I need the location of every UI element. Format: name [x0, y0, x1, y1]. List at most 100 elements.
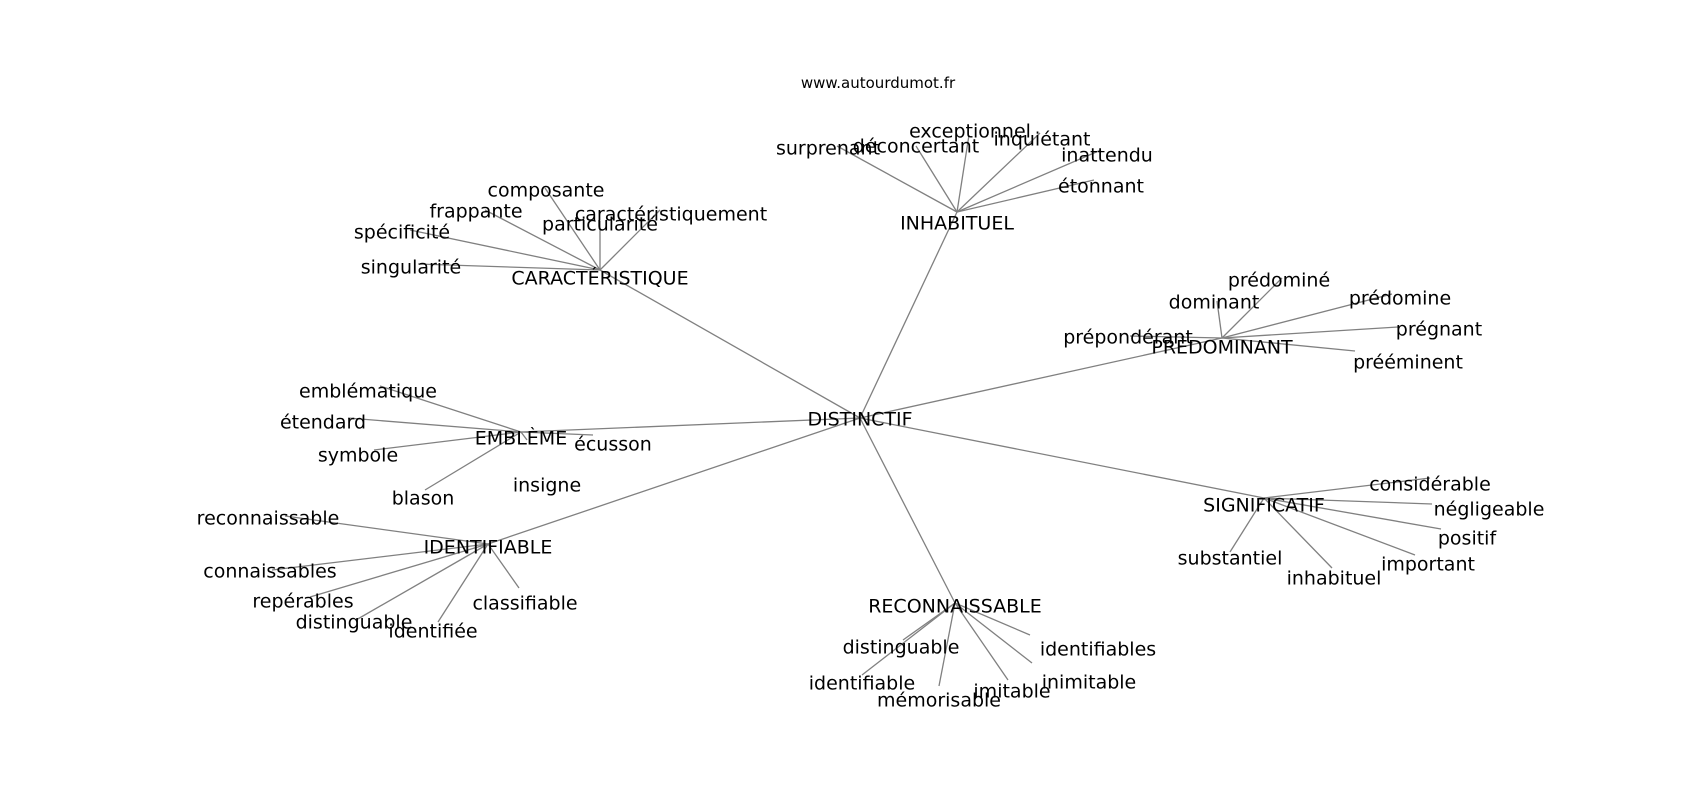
edge-inhabituel-to-inattendu — [956, 149, 1102, 213]
graph-labels: DISTINCTIF INHABITUEL surprenantdéconcerta… — [197, 121, 1545, 712]
edge-significatif-to-considerable — [1263, 477, 1431, 499]
edge-inhabituel-to-etonnant — [956, 179, 1095, 213]
hub-node-significatif: SIGNIFICATIF — [1203, 495, 1325, 517]
leaf-node-deconcertant: déconcertant — [853, 136, 979, 158]
edge-center-to-inhabituel — [859, 211, 958, 419]
leaf-node-etonnant: étonnant — [1058, 176, 1144, 198]
edge-predominant-to-dominant — [1216, 300, 1223, 339]
edge-embleme-to-ecusson — [520, 431, 594, 436]
edge-identifiable-to-reperables — [309, 543, 489, 598]
edge-predominant-to-predomine — [1221, 293, 1393, 339]
leaf-node-blason: blason — [392, 488, 455, 510]
leaf-node-particularite: particularité — [542, 214, 658, 236]
leaf-node-pregnant: prégnant — [1396, 319, 1482, 341]
leaf-node-inhabituel: inhabituel — [1287, 568, 1382, 590]
edge-significatif-to-important — [1263, 497, 1416, 556]
edge-predominant-to-preeminent — [1221, 337, 1356, 352]
edge-identifiable-to-reconnaissable — [284, 515, 489, 545]
edge-center-to-predominant — [859, 337, 1223, 419]
leaf-node-inimitable: inimitable — [1042, 672, 1137, 694]
leaf-node-ecusson: écusson — [574, 434, 652, 456]
edge-center-to-significatif — [859, 417, 1265, 499]
leaf-node-positif: positif — [1438, 528, 1498, 550]
edge-center-to-reconnaissable — [859, 417, 956, 604]
leaf-node-distinguable: distinguable — [843, 637, 960, 659]
leaf-node-insigne: insigne — [513, 475, 581, 497]
leaf-node-inquietant: inquiétant — [994, 129, 1091, 151]
edge-inhabituel-to-surprenant — [836, 145, 958, 213]
edge-embleme-to-symbole — [373, 431, 522, 451]
edge-reconnaissable-to-identifiables — [954, 602, 1031, 636]
leaf-node-reconnaissable: reconnaissable — [197, 508, 340, 530]
leaf-node-reperables: repérables — [252, 591, 353, 613]
edge-identifiable-to-distinguable — [355, 543, 489, 621]
hub-node-predominant: PRÉDOMINANT — [1151, 336, 1293, 359]
edge-reconnaissable-to-imitable — [954, 602, 1009, 681]
edge-reconnaissable-to-memorisable — [938, 602, 956, 687]
leaf-node-predomine: prédomine — [1349, 288, 1451, 310]
edge-significatif-to-inhabituel — [1263, 497, 1333, 569]
edge-identifiable-to-identifiee — [437, 543, 489, 623]
leaf-node-specificite: spécificité — [354, 222, 450, 244]
edge-reconnaissable-to-inimitable — [954, 602, 1033, 664]
leaf-node-substantiel: substantiel — [1178, 548, 1283, 570]
edge-embleme-to-insigne — [520, 431, 528, 441]
leaf-node-identifiables: identifiables — [1040, 639, 1156, 661]
edge-embleme-to-blason — [424, 431, 522, 491]
hub-node-embleme: EMBLÈME — [475, 427, 567, 450]
leaf-node-identifiee: identifiée — [388, 621, 477, 643]
edge-embleme-to-emblematique — [379, 385, 522, 433]
leaf-node-classifiable: classifiable — [472, 593, 577, 615]
center-node-label: DISTINCTIF — [807, 409, 912, 431]
leaf-node-singularite: singularité — [361, 257, 461, 279]
edge-predominant-to-preponderant — [1129, 335, 1223, 339]
leaf-node-surprenant: surprenant — [776, 138, 880, 160]
hub-node-inhabituel: INHABITUEL — [900, 213, 1014, 235]
edge-predominant-to-predomine — [1221, 277, 1283, 339]
edge-embleme-to-etendard — [347, 417, 522, 433]
leaf-node-frappante: frappante — [429, 201, 522, 223]
leaf-node-symbole: symbole — [318, 445, 398, 467]
leaf-node-memorisable: mémorisable — [877, 690, 1001, 712]
leaf-node-connaissables: connaissables — [203, 561, 336, 583]
hub-node-identifiable: IDENTIFIABLE — [424, 537, 553, 559]
leaf-node-dominant: dominant — [1169, 292, 1260, 314]
edge-caracteristique-to-composante — [544, 187, 601, 271]
leaf-node-preeminent: prééminent — [1353, 352, 1463, 374]
leaf-node-predomine: prédominé — [1228, 270, 1330, 292]
leaf-node-considerable: considérable — [1369, 474, 1491, 496]
leaf-node-composante: composante — [488, 180, 605, 202]
edge-center-to-caracteristique — [599, 269, 861, 419]
graph-edges — [271, 132, 1442, 687]
edge-identifiable-to-connaissables — [271, 543, 489, 571]
leaf-node-distinguable: distinguable — [296, 612, 413, 634]
edge-inhabituel-to-exceptionnel — [956, 134, 970, 213]
edge-center-to-identifiable — [487, 417, 861, 545]
edge-caracteristique-to-caracteristiquement — [599, 209, 661, 271]
leaf-node-caracteristiquement: caractéristiquement — [575, 204, 767, 226]
edge-caracteristique-to-singularite — [417, 263, 601, 271]
hub-node-reconnaissable: RECONNAISSABLE — [868, 596, 1042, 618]
edge-inhabituel-to-inquietant — [956, 132, 1041, 213]
edge-predominant-to-pregnant — [1221, 326, 1399, 339]
edge-identifiable-to-classifiable — [487, 543, 520, 589]
source-url-label: www.autourdumot.fr — [801, 74, 956, 92]
edge-inhabituel-to-deconcertant — [915, 145, 958, 213]
leaf-node-emblematique: emblématique — [299, 381, 437, 403]
leaf-node-exceptionnel: exceptionnel — [909, 121, 1031, 143]
edge-caracteristique-to-frappante — [484, 209, 601, 271]
edge-caracteristique-to-specificite — [409, 229, 601, 271]
leaf-node-preponderant: prépondérant — [1063, 327, 1193, 349]
leaf-node-identifiable: identifiable — [809, 673, 915, 695]
leaf-node-negligeable: négligeable — [1434, 499, 1545, 521]
edge-significatif-to-positif — [1263, 497, 1442, 530]
leaf-node-inattendu: inattendu — [1061, 145, 1153, 167]
edge-significatif-to-substantiel — [1229, 497, 1265, 553]
leaf-node-etendard: étendard — [280, 412, 366, 434]
hub-node-caracteristique: CARACTÉRISTIQUE — [511, 267, 688, 290]
leaf-node-imitable: imitable — [973, 681, 1050, 703]
leaf-node-important: important — [1381, 554, 1475, 576]
edge-center-to-embleme — [520, 417, 861, 433]
